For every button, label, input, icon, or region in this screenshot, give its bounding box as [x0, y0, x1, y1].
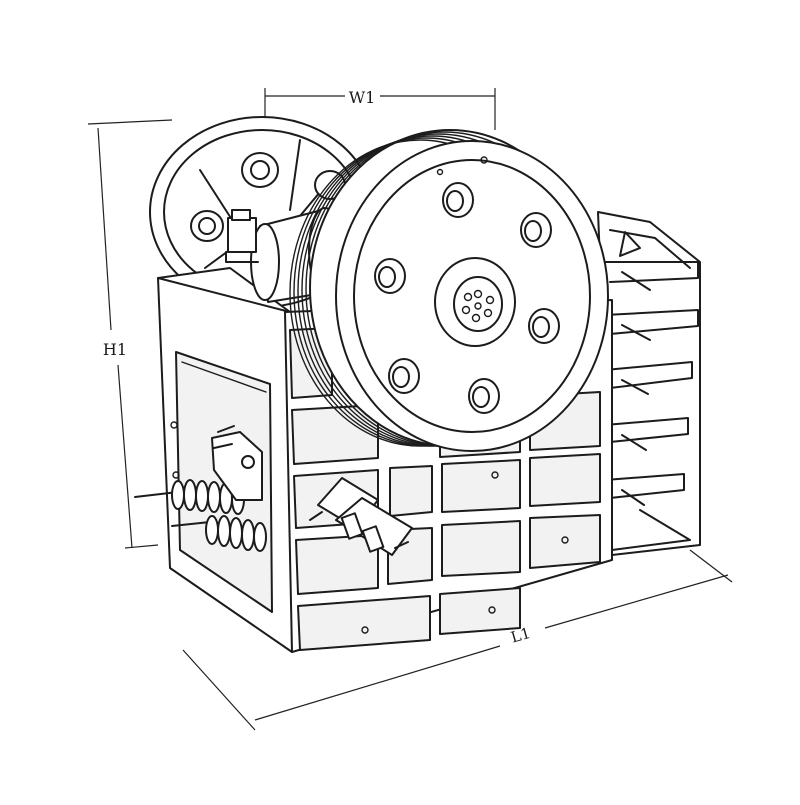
width-dimension: [264, 88, 496, 130]
right-side-frame: [597, 211, 701, 556]
tension-spring-lower: [205, 515, 267, 552]
width-dimension-label: W1: [349, 88, 376, 107]
length-dimension-label: L1: [509, 624, 533, 647]
hub-bolt-holes: [461, 289, 495, 323]
height-dimension: [87, 119, 173, 549]
front-flywheel: [289, 129, 609, 452]
flywheel-holes: [374, 182, 560, 414]
height-dimension-label: H1: [103, 340, 127, 359]
tension-spring-assembly: [134, 425, 267, 552]
length-dimension: [182, 549, 733, 731]
toggle-mechanism: [309, 477, 413, 556]
tension-spring-upper: [171, 479, 245, 515]
